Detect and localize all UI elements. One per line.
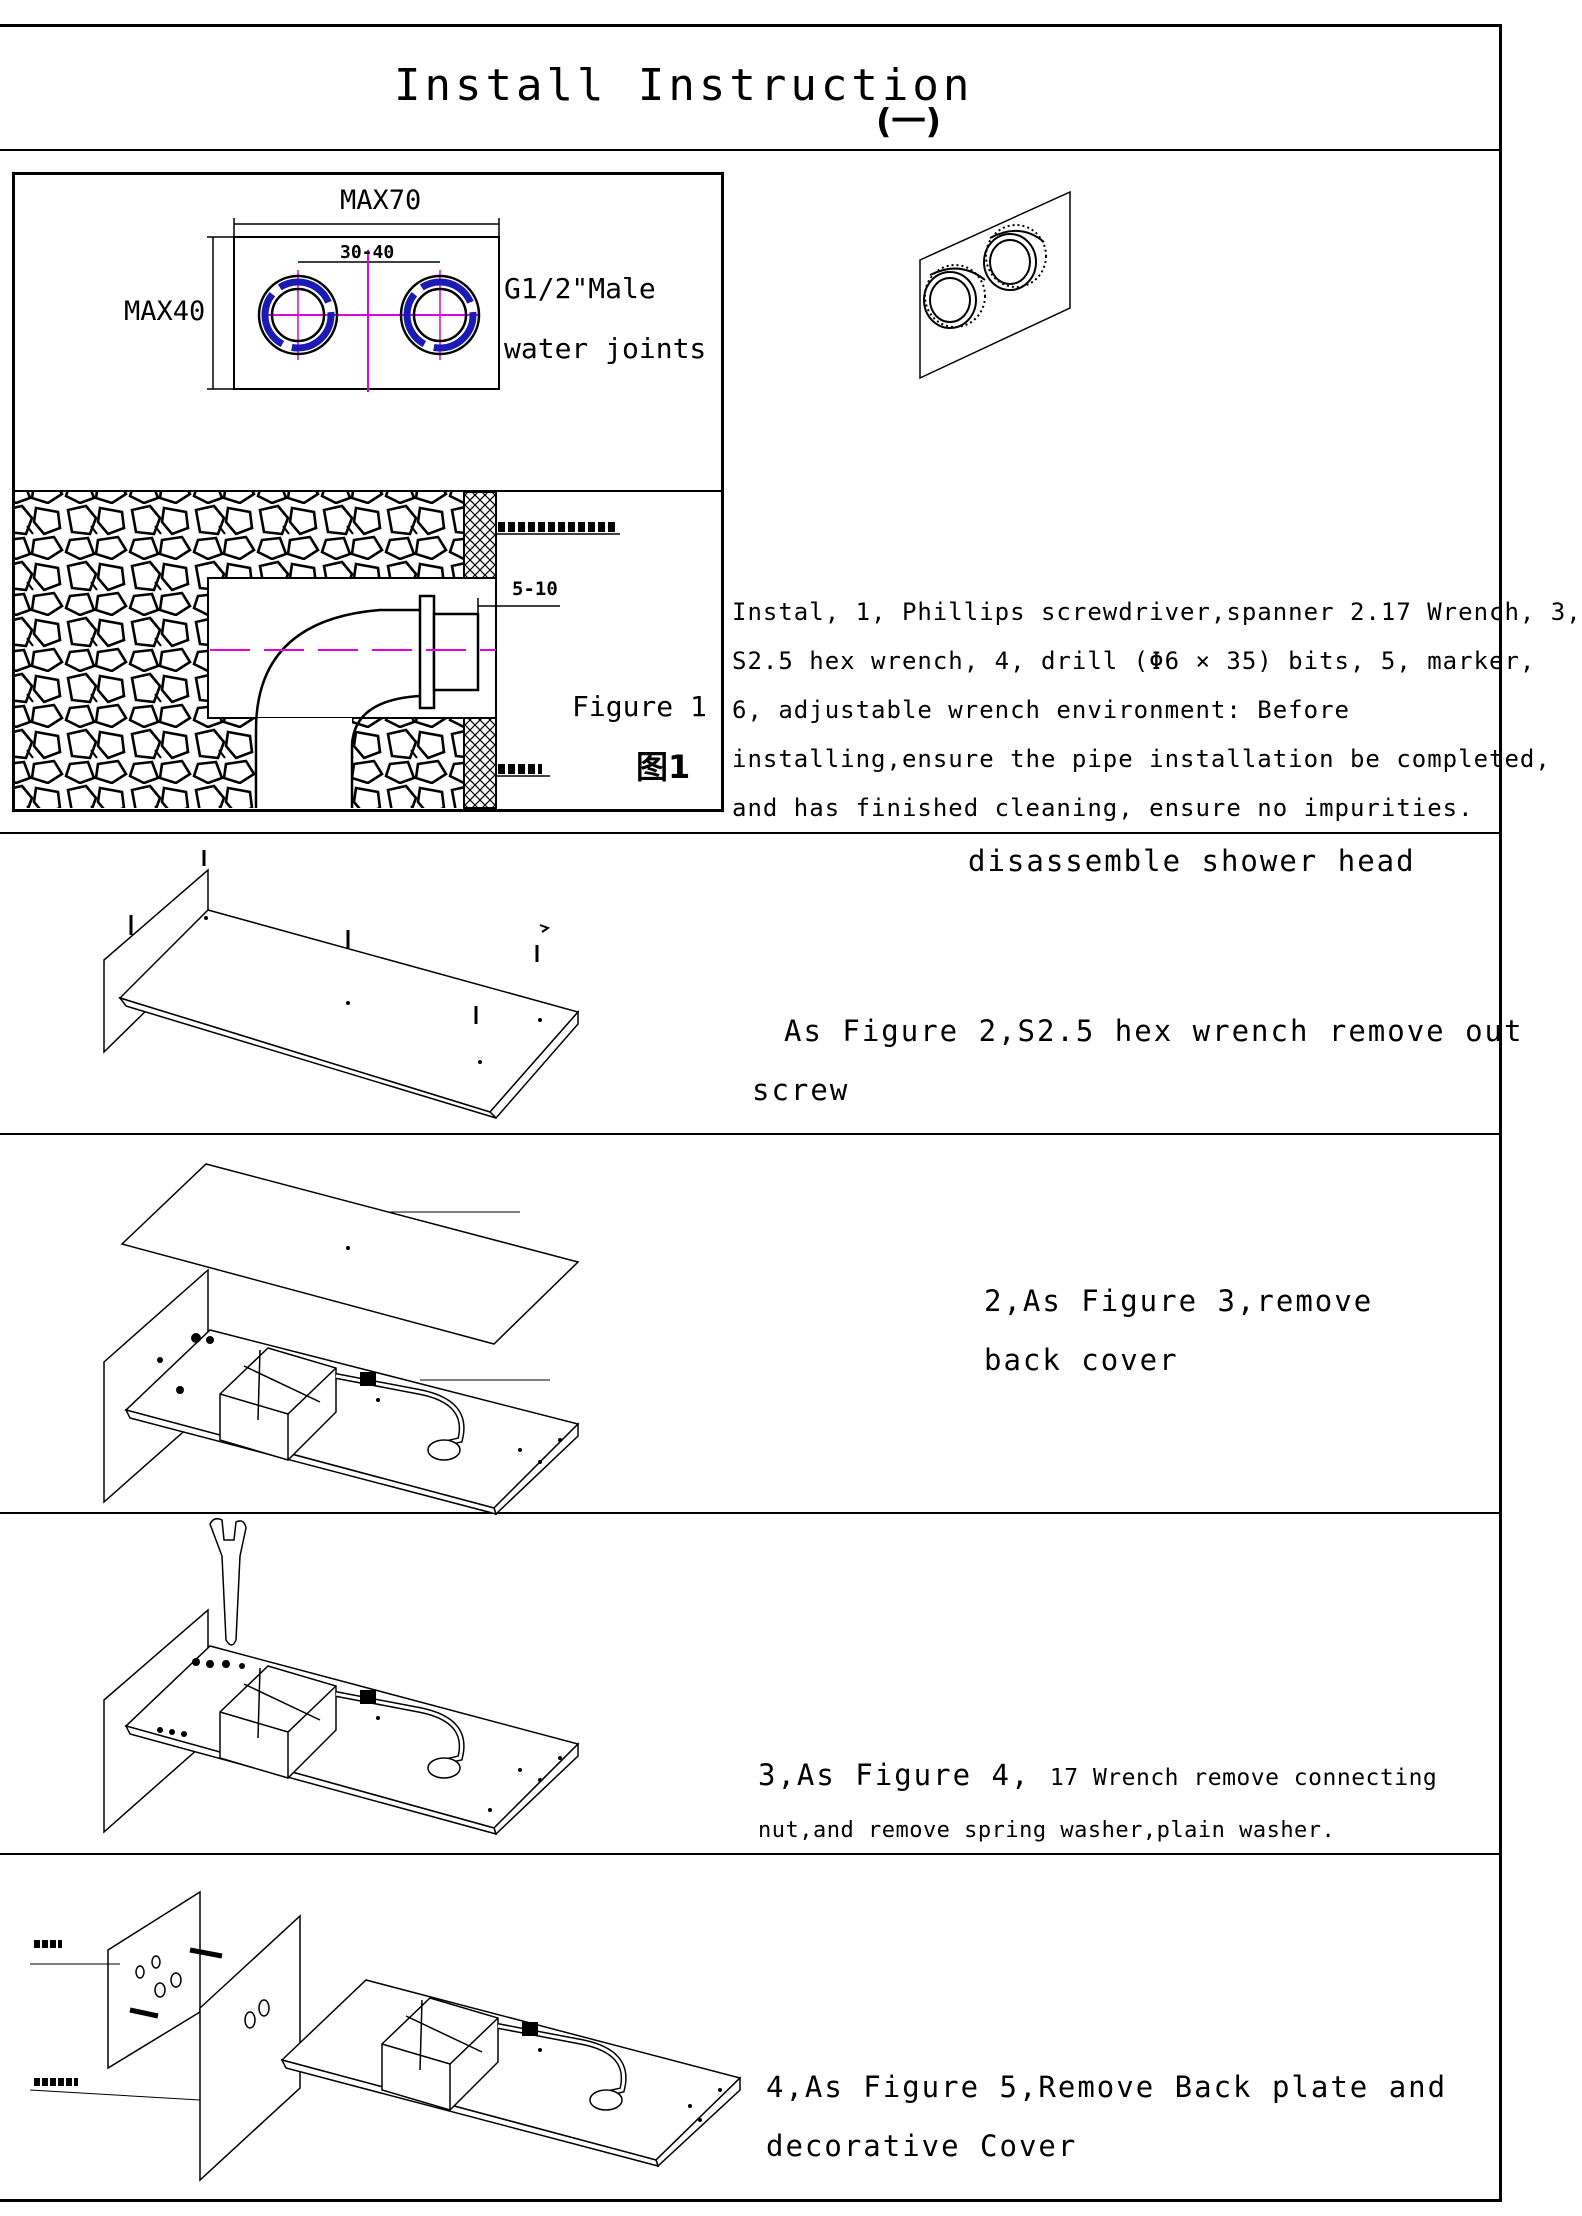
divider-intro xyxy=(0,832,1502,834)
figure-5-plate-removal xyxy=(29,1890,742,2182)
intro-line-5: and has finished cleaning, ensure no imp… xyxy=(732,794,1474,822)
dimension-max-height: MAX40 xyxy=(124,296,206,327)
step-1-line-1: As Figure 2,S2.5 hex wrench remove out xyxy=(784,1014,1524,1048)
label-decorative-cover-cn xyxy=(34,2078,78,2086)
page-title: Install Instruction xyxy=(394,60,974,111)
dimension-spacing: 30-40 xyxy=(340,242,395,263)
figure-1-frame xyxy=(12,172,724,812)
figure-1-dimension-drawing xyxy=(207,218,500,392)
dimension-max-width: MAX70 xyxy=(340,185,422,216)
intro-line-2: S2.5 hex wrench, 4, drill (Φ6 × 35) bits… xyxy=(732,647,1536,675)
step-3-line-2: nut,and remove spring washer,plain washe… xyxy=(758,1818,1336,1843)
fitting-perspective-illustration xyxy=(919,190,1071,380)
joint-label-line1: G1/2"Male xyxy=(504,272,656,305)
intro-line-4: installing,ensure the pipe installation … xyxy=(732,745,1551,773)
step-3-line-1: 3,As Figure 4, 17 Wrench remove connecti… xyxy=(758,1758,1437,1792)
step-4-line-1: 4,As Figure 5,Remove Back plate and xyxy=(766,2070,1448,2104)
figure-1-wall-section xyxy=(14,491,620,809)
step-3-action: 17 Wrench remove connecting xyxy=(1049,1765,1438,1791)
figure-2-shower-head-screws xyxy=(103,850,580,1120)
step-1-line-2: screw xyxy=(752,1073,850,1107)
label-back-plate-cn xyxy=(34,1940,62,1948)
figure-4-nut-removal xyxy=(103,1517,580,1836)
intro-line-3: 6, adjustable wrench environment: Before xyxy=(732,696,1350,724)
divider-step3 xyxy=(0,1853,1502,1855)
step-3-prefix: 3,As Figure 4, xyxy=(758,1758,1031,1792)
depth-label: 5-10 xyxy=(512,578,558,600)
step-1-heading: disassemble shower head xyxy=(968,844,1416,878)
step-4-line-2: decorative Cover xyxy=(766,2129,1078,2163)
figure-1-caption: Figure 1 xyxy=(572,690,707,723)
intro-line-1: Instal, 1, Phillips screwdriver,spanner … xyxy=(732,598,1582,626)
figure-1-caption-cn: 图1 xyxy=(636,748,691,786)
joint-label-line2: water joints xyxy=(504,332,707,365)
divider-header xyxy=(0,149,1502,151)
figure-1-split xyxy=(12,490,724,492)
page-frame xyxy=(0,24,1502,2202)
divider-step2 xyxy=(0,1512,1502,1514)
title-suffix: (一) xyxy=(876,102,942,142)
figure-3-back-cover-removal xyxy=(103,1163,580,1516)
step-2-line-2: back cover xyxy=(984,1343,1179,1377)
material-label-wall xyxy=(498,522,616,532)
material-label-finish xyxy=(498,764,542,774)
step-2-line-1: 2,As Figure 3,remove xyxy=(984,1284,1374,1318)
divider-step1 xyxy=(0,1133,1502,1135)
